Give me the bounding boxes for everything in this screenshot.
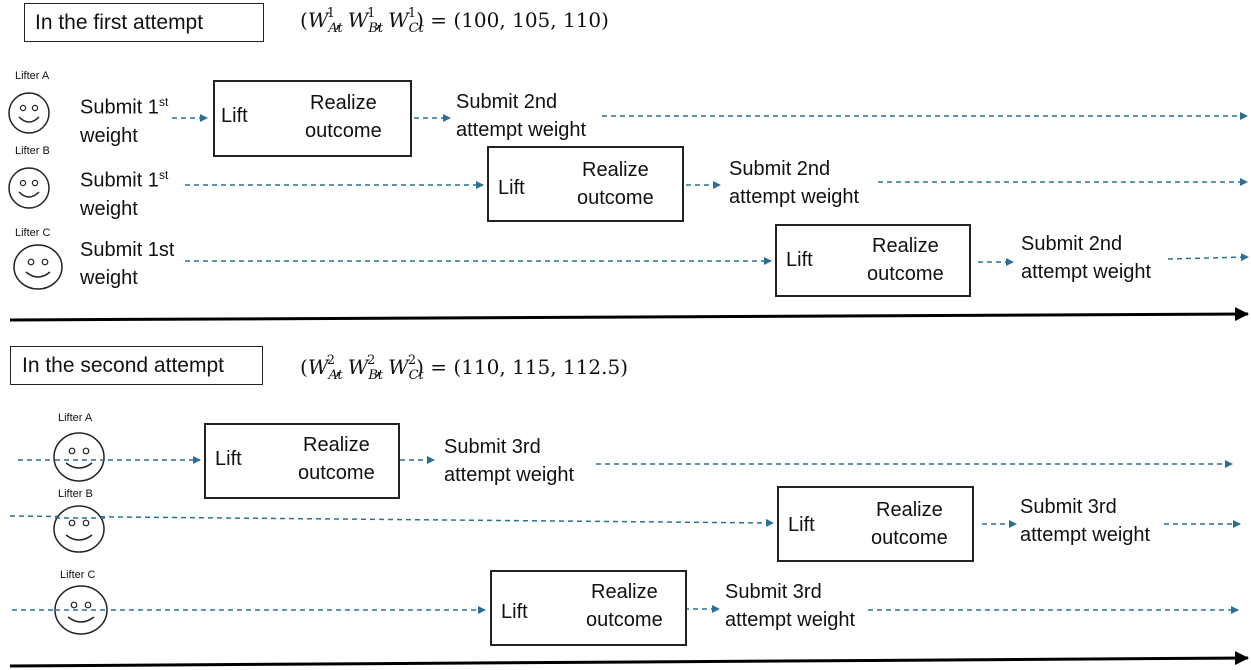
next-submit-text: Submit 2nd attempt weight <box>456 91 587 141</box>
lift-label: Lift <box>786 249 813 271</box>
lift-outcome-box: Lift Realize outcome <box>775 224 971 297</box>
realize-outcome-label: Realize outcome <box>867 235 944 285</box>
lift-outcome-box: Lift Realize outcome <box>490 570 687 646</box>
lift-label: Lift <box>221 105 248 127</box>
next-submit-text: Submit 3rd attempt weight <box>1020 496 1151 546</box>
next-submit-text: Submit 3rd attempt weight <box>444 436 575 486</box>
next-submit-text: Submit 2nd attempt weight <box>1021 233 1152 283</box>
next-submit-text: Submit 3rd attempt weight <box>725 581 856 631</box>
next-submit-text: Submit 2nd attempt weight <box>729 158 860 208</box>
timeline-arrow <box>9 307 1249 322</box>
realize-outcome-label: Realize outcome <box>577 159 654 209</box>
realize-outcome-label: Realize outcome <box>298 434 375 484</box>
smiley-face-icon <box>13 244 63 290</box>
section-label-second: In the second attempt <box>10 346 263 385</box>
section-label-text: In the second attempt <box>22 354 224 377</box>
lift-label: Lift <box>215 448 242 470</box>
lift-label: Lift <box>498 177 525 199</box>
dashed-arrow <box>1167 253 1249 262</box>
lift-outcome-box: Lift Realize outcome <box>204 423 400 499</box>
submit-weight-text: Submit 1st weight <box>80 95 169 147</box>
lift-label: Lift <box>501 601 528 623</box>
dashed-arrow <box>9 515 774 527</box>
timeline-arrow <box>9 651 1249 668</box>
realize-outcome-label: Realize outcome <box>871 499 948 549</box>
lifter-name: Lifter A <box>15 70 50 82</box>
weights-formula-first: (WAt1, WBt1, WCt1) = (100, 105, 110) <box>300 6 609 36</box>
smiley-face-icon <box>54 585 108 635</box>
weights-formula-second: (WAt2, WBt2, WCt2) = (110, 115, 112.5) <box>300 353 629 383</box>
realize-outcome-label: Realize outcome <box>586 581 663 631</box>
section-label-first: In the first attempt <box>24 3 264 42</box>
smiley-face-icon <box>53 432 105 482</box>
lifter-name: Lifter B <box>58 488 93 500</box>
lifter-name: Lifter B <box>15 145 50 157</box>
smiley-face-icon <box>8 92 50 134</box>
section-label-text: In the first attempt <box>35 11 204 34</box>
lift-outcome-box: Lift Realize outcome <box>777 486 974 562</box>
lift-outcome-box: Lift Realize outcome <box>213 80 412 157</box>
lifter-name: Lifter A <box>58 412 93 424</box>
lift-label: Lift <box>788 514 815 536</box>
submit-weight-text: Submit 1st weight <box>80 168 169 220</box>
smiley-face-icon <box>53 505 105 553</box>
submit-weight-text: Submit 1st weight <box>80 239 175 289</box>
smiley-face-icon <box>8 167 50 209</box>
realize-outcome-label: Realize outcome <box>305 92 382 142</box>
lifter-name: Lifter C <box>60 569 96 581</box>
lift-outcome-box: Lift Realize outcome <box>487 146 684 222</box>
lifter-name: Lifter C <box>15 227 51 239</box>
